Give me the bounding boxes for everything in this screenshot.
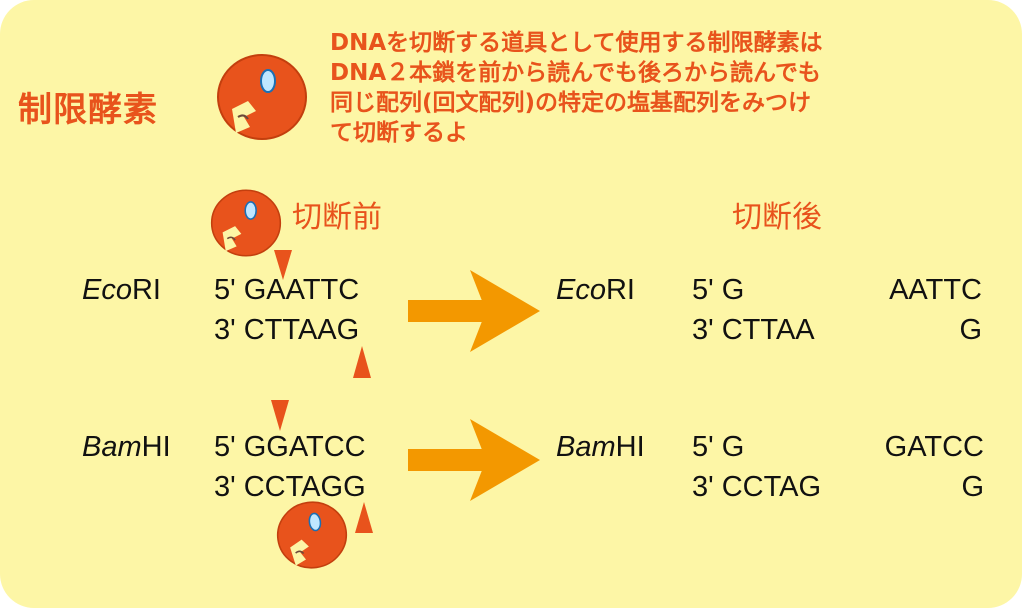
- bamhi-before-bottom-strand: 3' CCTAGG: [214, 471, 366, 503]
- ecori-after-bottom-right: G: [959, 314, 982, 346]
- enzyme-mascot-icon-ecori: [210, 189, 282, 257]
- ecori-after-top-left: 5' G: [692, 274, 745, 306]
- enzyme-name-ecori-before: EcoRI: [82, 274, 161, 307]
- description-line-2: DNA２本鎖を前から読んでも後ろから読んでも: [330, 60, 821, 86]
- bamhi-after-top-left: 5' G: [692, 431, 745, 463]
- enzyme-name-suffix: RI: [605, 274, 635, 306]
- description-line-4: て切断するよ: [330, 120, 468, 146]
- enzyme-name-ecori-after: EcoRI: [556, 274, 635, 307]
- bamhi-after-top-right: GATCC: [884, 431, 984, 463]
- page-title: 制限酵素: [18, 90, 158, 130]
- ecori-before-top-strand: 5' GAATTC: [214, 274, 360, 306]
- enzyme-name-italic: Eco: [556, 274, 606, 306]
- enzyme-name-italic: Eco: [82, 274, 132, 306]
- enzyme-name-suffix: RI: [131, 274, 161, 306]
- enzyme-name-italic: Bam: [556, 431, 616, 463]
- bamhi-before-top-strand: 5' GGATCC: [214, 431, 366, 463]
- enzyme-name-suffix: HI: [141, 431, 171, 463]
- cut-marker-ecori-top: [274, 250, 292, 280]
- description-line-3: 同じ配列(回文配列)の特定の塩基配列をみつけ: [330, 90, 812, 116]
- enzyme-name-bamhi-before: BamHI: [82, 431, 171, 464]
- enzyme-name-bamhi-after: BamHI: [556, 431, 645, 464]
- enzyme-name-suffix: HI: [615, 431, 645, 463]
- bamhi-after-bottom-right: G: [961, 471, 984, 503]
- cut-marker-ecori-bottom: [353, 346, 371, 378]
- heading-before-cut: 切断前: [292, 200, 382, 235]
- arrow-icon-ecori: [408, 270, 540, 352]
- description-text: DNAを切断する道具として使用する制限酵素は DNA２本鎖を前から読んでも後ろか…: [330, 28, 990, 148]
- cut-marker-bamhi-top: [271, 400, 289, 431]
- enzyme-name-italic: Bam: [82, 431, 142, 463]
- ecori-after-bottom-left: 3' CTTAA: [692, 314, 815, 346]
- description-line-1: DNAを切断する道具として使用する制限酵素は: [330, 30, 823, 56]
- enzyme-mascot-icon-title: [217, 54, 307, 140]
- ecori-before-bottom-strand: 3' CTTAAG: [214, 314, 360, 346]
- heading-after-cut: 切断後: [732, 200, 822, 235]
- arrow-icon-bamhi: [408, 419, 540, 501]
- bamhi-after-bottom-left: 3' CCTAG: [692, 471, 822, 503]
- cut-marker-bamhi-bottom: [355, 502, 373, 533]
- enzyme-mascot-icon-bamhi: [272, 497, 352, 573]
- ecori-after-top-right: AATTC: [889, 274, 982, 306]
